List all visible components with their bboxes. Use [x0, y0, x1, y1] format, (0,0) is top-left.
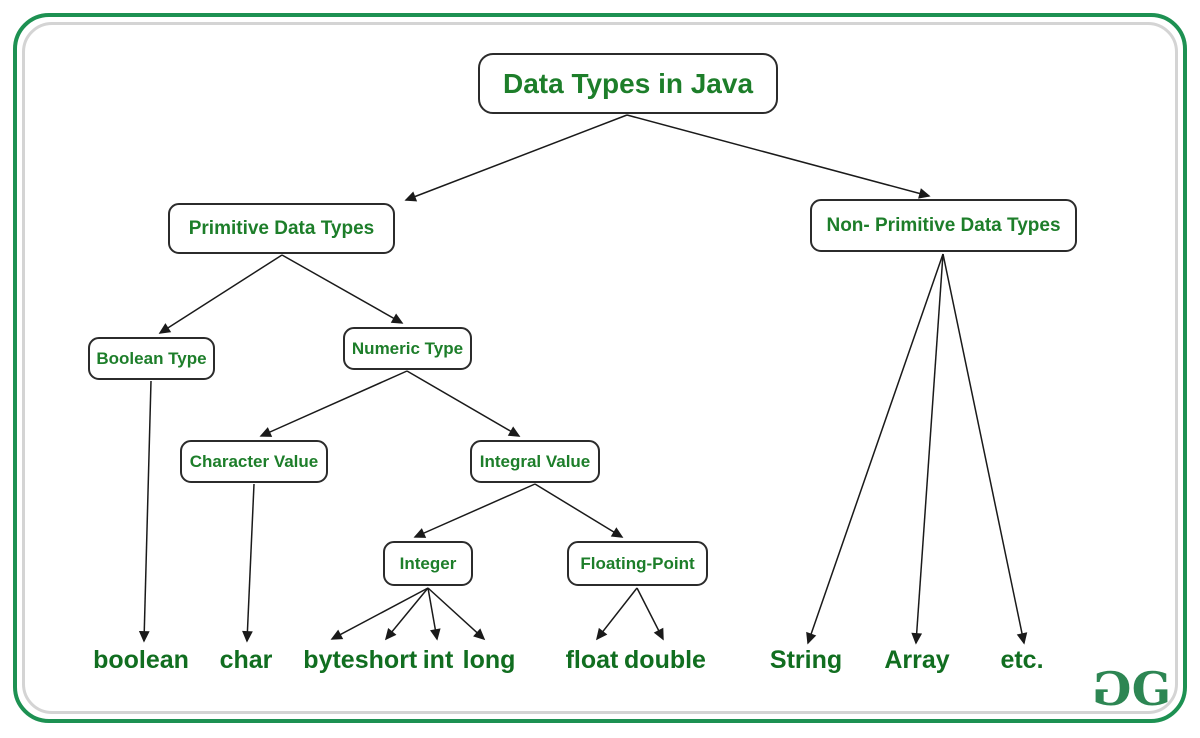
edge-root-non-primitive — [626, 114, 931, 199]
edge-primitive-boolean — [158, 254, 283, 334]
edge-integral-integer — [413, 483, 536, 538]
node-integer: Integer — [383, 541, 473, 586]
node-non-primitive-data-types: Non- Primitive Data Types — [810, 199, 1077, 252]
edge-nonprimitive-etc — [942, 253, 1028, 645]
edge-integral-floating — [534, 483, 624, 538]
leaf-short: short — [354, 646, 418, 674]
node-numeric-type: Numeric Type — [343, 327, 472, 370]
edge-integer-long — [427, 587, 486, 641]
leaf-char: char — [219, 646, 273, 674]
edge-floating-double — [636, 587, 664, 641]
logo-letter-g-mirrored: G — [1095, 662, 1132, 716]
node-primitive-data-types: Primitive Data Types — [168, 203, 395, 254]
leaf-byte: byte — [303, 646, 355, 674]
edge-integer-int — [427, 587, 441, 641]
node-floating-point: Floating-Point — [567, 541, 708, 586]
edge-primitive-numeric — [281, 254, 404, 324]
node-data-types-in-java: Data Types in Java — [478, 53, 778, 114]
node-integral-value: Integral Value — [470, 440, 600, 483]
edge-root-primitive — [404, 114, 628, 202]
edge-character-leaf — [242, 483, 255, 643]
logo-letter-g: G — [1131, 662, 1171, 716]
leaf-etc: etc. — [1000, 646, 1044, 674]
edge-boolean-leaf — [138, 380, 152, 643]
edge-nonprimitive-array — [911, 253, 944, 645]
leaf-boolean: boolean — [93, 646, 189, 674]
edge-nonprimitive-string — [806, 253, 944, 645]
node-boolean-type: Boolean Type — [88, 337, 215, 380]
edge-floating-float — [595, 587, 638, 641]
leaf-float: float — [565, 646, 619, 674]
leaf-string: String — [769, 646, 843, 674]
edge-numeric-character — [259, 370, 408, 437]
leaf-int: int — [422, 646, 454, 674]
edge-integer-short — [384, 587, 429, 641]
leaf-long: long — [462, 646, 516, 674]
edge-integer-byte — [330, 587, 429, 640]
node-character-value: Character Value — [180, 440, 328, 483]
leaf-array: Array — [884, 646, 950, 674]
edge-numeric-integral — [406, 370, 521, 437]
leaf-double: double — [624, 646, 706, 674]
